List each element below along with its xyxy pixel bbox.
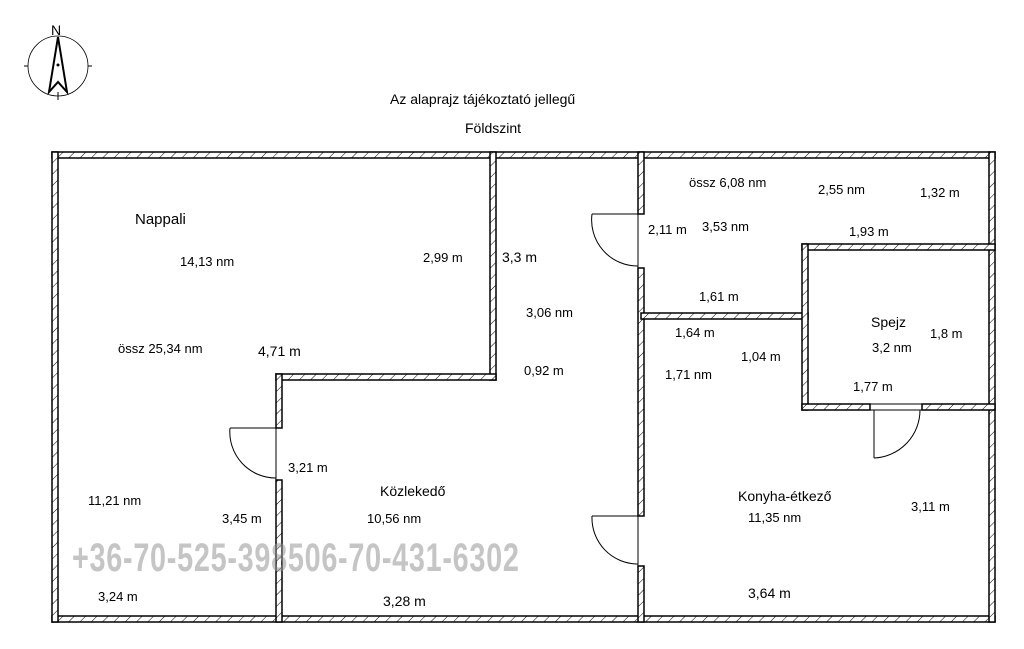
label: 3,28 m bbox=[383, 593, 426, 609]
label: össz 6,08 nm bbox=[689, 175, 767, 190]
label: 0,92 m bbox=[524, 363, 564, 378]
label: 10,56 nm bbox=[367, 511, 422, 526]
label: 1,32 m bbox=[920, 185, 960, 200]
label: 1,61 m bbox=[699, 289, 739, 304]
label: 3,24 m bbox=[98, 589, 138, 604]
label: 1,64 m bbox=[675, 325, 715, 340]
doors bbox=[229, 213, 923, 566]
room-name-konyha: Konyha-étkező bbox=[738, 488, 832, 504]
label: 3,64 m bbox=[748, 585, 791, 601]
door-spejz bbox=[869, 403, 923, 459]
compass-label: N bbox=[51, 22, 62, 38]
room-name-nappali: Nappali bbox=[135, 211, 186, 228]
label: 3,3 m bbox=[502, 249, 538, 265]
label: 14,13 nm bbox=[180, 254, 235, 269]
label: 3,2 nm bbox=[872, 340, 912, 355]
label: 1,8 m bbox=[930, 326, 963, 341]
room-name-kozlekedo: Közlekedő bbox=[380, 483, 446, 499]
label: 2,11 m bbox=[648, 222, 687, 237]
label: 11,35 nm bbox=[748, 510, 802, 525]
label: 3,11 m bbox=[911, 499, 950, 514]
door-nappali bbox=[229, 427, 277, 480]
plan-subtitle: Az alaprajz tájékoztató jellegű bbox=[390, 91, 576, 107]
label: össz 25,34 nm bbox=[118, 341, 203, 356]
label: 11,21 nm bbox=[88, 493, 142, 508]
compass-icon bbox=[24, 35, 92, 100]
label: 3,06 nm bbox=[526, 305, 573, 320]
label: 4,71 m bbox=[258, 343, 301, 359]
label: 3,53 nm bbox=[702, 219, 749, 234]
watermark: +36-70-525-398506-70-431-6302 bbox=[72, 536, 520, 580]
room-name-spejz: Spejz bbox=[871, 314, 907, 330]
label: 1,77 m bbox=[853, 379, 893, 394]
label: 1,71 nm bbox=[665, 367, 712, 382]
label: 2,99 m bbox=[423, 250, 463, 265]
label: 1,04 m bbox=[741, 349, 781, 364]
walls bbox=[51, 151, 996, 623]
label: 3,45 m bbox=[222, 511, 262, 526]
level-title: Földszint bbox=[465, 120, 522, 136]
label: 2,55 nm bbox=[818, 182, 865, 197]
door-kozlekedo-ne bbox=[591, 213, 639, 268]
label: 3,21 m bbox=[288, 460, 328, 475]
label: 1,93 m bbox=[849, 224, 889, 239]
door-konyha bbox=[591, 515, 639, 566]
